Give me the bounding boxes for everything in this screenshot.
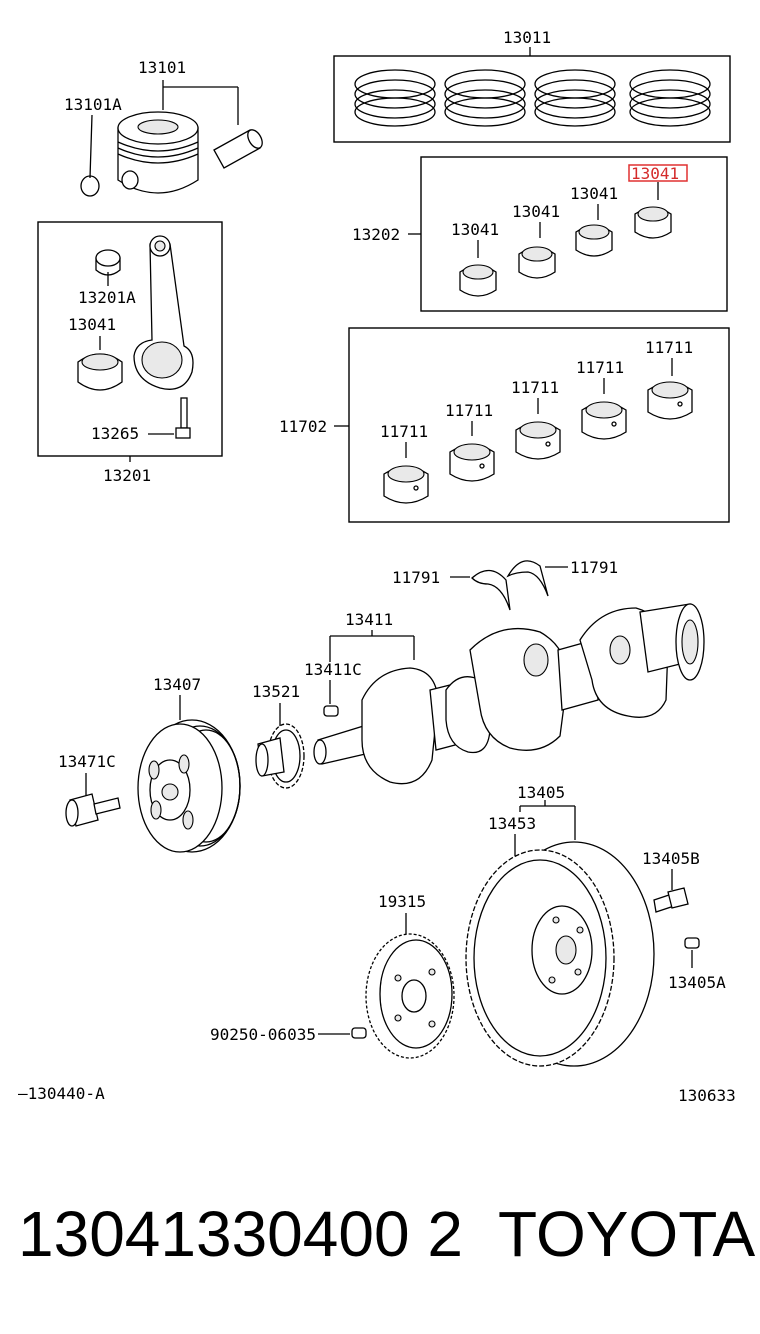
label-13471C[interactable]: 13471C bbox=[58, 752, 116, 771]
label-13265[interactable]: 13265 bbox=[91, 424, 139, 443]
thrust-washer-left bbox=[471, 569, 511, 611]
flywheel-bolt-group: 13405B bbox=[642, 849, 700, 913]
crank-key bbox=[323, 705, 339, 717]
thrust-washer-right bbox=[506, 560, 549, 597]
rod-bearing-set-group: 13202 13041 13041 13041 13041 bbox=[352, 156, 728, 312]
box-13011 bbox=[333, 55, 731, 143]
label-13405[interactable]: 13405 bbox=[517, 783, 565, 802]
crankshaft-group: 13411 13411C bbox=[304, 603, 705, 785]
knock-pin-group: 90250-06035 bbox=[210, 1025, 367, 1044]
flywheel bbox=[465, 841, 655, 1067]
box-13201 bbox=[37, 221, 223, 457]
label-11711-c[interactable]: 11711 bbox=[511, 378, 559, 397]
label-13201A[interactable]: 13201A bbox=[78, 288, 136, 307]
connecting-rod-group: 13201A 13041 13265 13201 bbox=[37, 221, 223, 485]
label-13405B[interactable]: 13405B bbox=[642, 849, 700, 868]
timing-gear bbox=[255, 723, 305, 789]
crankshaft bbox=[313, 603, 705, 785]
label-11702[interactable]: 11702 bbox=[279, 417, 327, 436]
flywheel-bolt bbox=[653, 887, 689, 913]
label-13041-highlight[interactable]: 13041 bbox=[631, 164, 679, 183]
piston bbox=[117, 111, 199, 194]
highlight-13041 bbox=[628, 164, 688, 182]
flywheel-dowel-pin bbox=[684, 937, 700, 949]
label-13411[interactable]: 13411 bbox=[345, 610, 393, 629]
label-11711-d[interactable]: 11711 bbox=[576, 358, 624, 377]
label-11711-b[interactable]: 11711 bbox=[445, 401, 493, 420]
timing-rotor-group: 19315 bbox=[365, 892, 455, 1059]
footer-brand: TOYOTA bbox=[498, 1198, 756, 1270]
crank-pulley bbox=[137, 719, 241, 853]
crank-pulley-group: 13407 bbox=[137, 675, 241, 853]
label-11711-a[interactable]: 11711 bbox=[380, 422, 428, 441]
piston-ring-set-group: 13011 bbox=[333, 28, 731, 143]
label-13011[interactable]: 13011 bbox=[503, 28, 551, 47]
flywheel-pin-group: 13405A bbox=[668, 937, 726, 992]
knock-pin bbox=[351, 1027, 367, 1039]
rod-bearing-shells bbox=[459, 206, 672, 297]
piston-group: 13101 13101A bbox=[64, 58, 263, 197]
label-13101A[interactable]: 13101A bbox=[64, 95, 122, 114]
label-13041-e[interactable]: 13041 bbox=[68, 315, 116, 334]
connecting-rod bbox=[133, 235, 194, 390]
rod-bolt bbox=[175, 397, 191, 439]
label-13202[interactable]: 13202 bbox=[352, 225, 400, 244]
box-11702 bbox=[348, 327, 730, 523]
label-13405A[interactable]: 13405A bbox=[668, 973, 726, 992]
pulley-bolt-group: 13471C bbox=[58, 752, 121, 827]
flywheel-group: 13405 13453 bbox=[465, 783, 655, 1067]
label-11711-e[interactable]: 11711 bbox=[645, 338, 693, 357]
label-13041-b[interactable]: 13041 bbox=[512, 202, 560, 221]
label-13101[interactable]: 13101 bbox=[138, 58, 186, 77]
footer-part-number: 13041330400 2 bbox=[18, 1198, 463, 1270]
timing-rotor bbox=[365, 933, 455, 1059]
piston-rings bbox=[354, 69, 711, 127]
label-90250-06035[interactable]: 90250-06035 bbox=[210, 1025, 316, 1044]
label-13521[interactable]: 13521 bbox=[252, 682, 300, 701]
label-19315[interactable]: 19315 bbox=[378, 892, 426, 911]
pulley-bolt bbox=[65, 793, 121, 827]
label-13201[interactable]: 13201 bbox=[103, 466, 151, 485]
thrust-washer-group: 11791 11791 bbox=[392, 558, 618, 611]
label-11791-left[interactable]: 11791 bbox=[392, 568, 440, 587]
label-13453[interactable]: 13453 bbox=[488, 814, 536, 833]
main-bearing-shells bbox=[383, 381, 693, 504]
crank-timing-gear-group: 13521 bbox=[252, 682, 305, 789]
label-13411C[interactable]: 13411C bbox=[304, 660, 362, 679]
rod-bearing-lower bbox=[77, 353, 123, 391]
main-bearing-set-group: 11702 11711 11711 11711 11711 11711 bbox=[279, 327, 730, 523]
label-13041-c[interactable]: 13041 bbox=[570, 184, 618, 203]
label-11791-right[interactable]: 11791 bbox=[570, 558, 618, 577]
figure-id-left: —130440-A bbox=[18, 1084, 105, 1103]
piston-pin bbox=[213, 129, 263, 169]
label-13407[interactable]: 13407 bbox=[153, 675, 201, 694]
figure-id-right: 130633 bbox=[678, 1086, 736, 1105]
rod-bushing bbox=[95, 249, 121, 276]
piston-clip bbox=[80, 175, 100, 197]
label-13041-a[interactable]: 13041 bbox=[451, 220, 499, 239]
